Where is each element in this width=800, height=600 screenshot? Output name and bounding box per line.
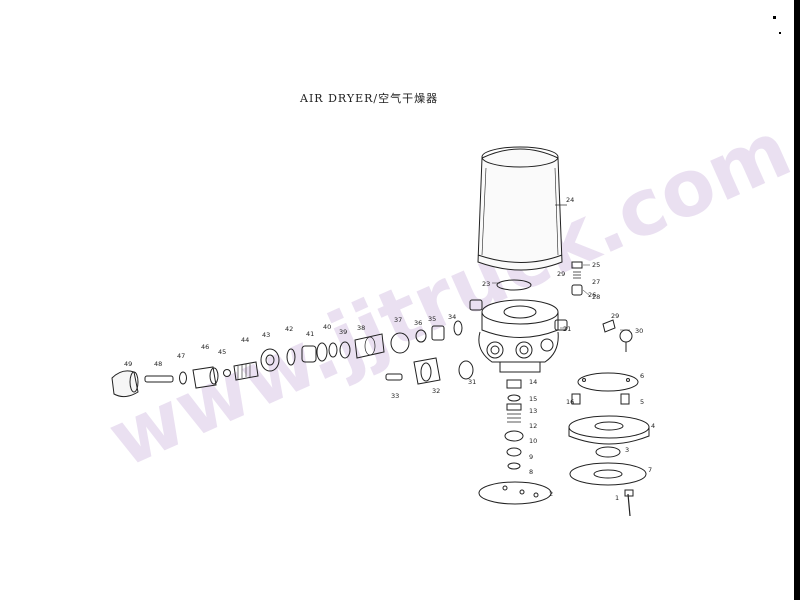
part-label: 40 — [323, 323, 331, 331]
part-label: 8 — [529, 468, 533, 476]
part-label: 37 — [394, 316, 402, 324]
part-label: 39 — [339, 328, 347, 336]
part-label: 4 — [651, 422, 655, 430]
part-label: 38 — [357, 324, 365, 332]
part-label: 27 — [592, 278, 600, 286]
part-label: 6 — [640, 372, 644, 380]
part-label: 26 — [588, 291, 596, 299]
dryer-housing — [469, 299, 568, 373]
part-label: 48 — [154, 360, 162, 368]
part-label: 9 — [529, 453, 533, 461]
part-label: 1 — [615, 494, 619, 502]
part-label: 34 — [448, 313, 456, 321]
part-label: 7 — [648, 466, 652, 474]
svg-text:21: 21 — [563, 325, 571, 333]
seal-ring — [496, 279, 532, 291]
part-label: 36 — [414, 319, 422, 327]
part-label: 41 — [306, 330, 314, 338]
right-cover-assembly — [568, 372, 650, 517]
part-label: 12 — [529, 422, 537, 430]
part-label: 33 — [391, 392, 399, 400]
svg-text:23: 23 — [482, 280, 490, 288]
svg-text:24: 24 — [566, 196, 574, 204]
scan-mark-right — [779, 32, 781, 34]
part-label: 43 — [262, 331, 270, 339]
part-label: 45 — [218, 348, 226, 356]
part-label: 14 — [529, 378, 537, 386]
part-label: 42 — [285, 325, 293, 333]
part-label: 30 — [635, 327, 643, 335]
part-number-labels: 24 23 21 29 25 27 28 26 29 30 31 32 33 3… — [124, 196, 655, 502]
diagram-title: AIR DRYER/空气干燥器 — [300, 92, 439, 105]
part-label: 47 — [177, 352, 185, 360]
part-label: 25 — [592, 261, 600, 269]
watermark-text: www.jjtruck.com — [96, 104, 800, 485]
part-label: 16 — [566, 398, 574, 406]
scan-edge-right — [794, 0, 800, 600]
part-label: 44 — [241, 336, 249, 344]
part-label: 28 — [592, 293, 600, 301]
svg-text:29: 29 — [557, 270, 565, 278]
lower-middle-parts — [385, 357, 552, 505]
part-label: 35 — [428, 315, 436, 323]
part-label: 29 — [611, 312, 619, 320]
exploded-parts-row — [111, 320, 463, 398]
part-label: 31 — [468, 378, 476, 386]
part-label: 46 — [201, 343, 209, 351]
part-label: 10 — [529, 437, 537, 445]
part-label: 13 — [529, 407, 537, 415]
part-label: 3 — [625, 446, 629, 454]
part-label: 2 — [549, 490, 553, 498]
leader-lines — [492, 264, 630, 331]
scan-mark-top-right — [773, 16, 776, 19]
part-label: 15 — [529, 395, 537, 403]
part-label: 49 — [124, 360, 132, 368]
part-label: 5 — [640, 398, 644, 406]
part-label: 32 — [432, 387, 440, 395]
dryer-cartridge — [477, 146, 567, 271]
